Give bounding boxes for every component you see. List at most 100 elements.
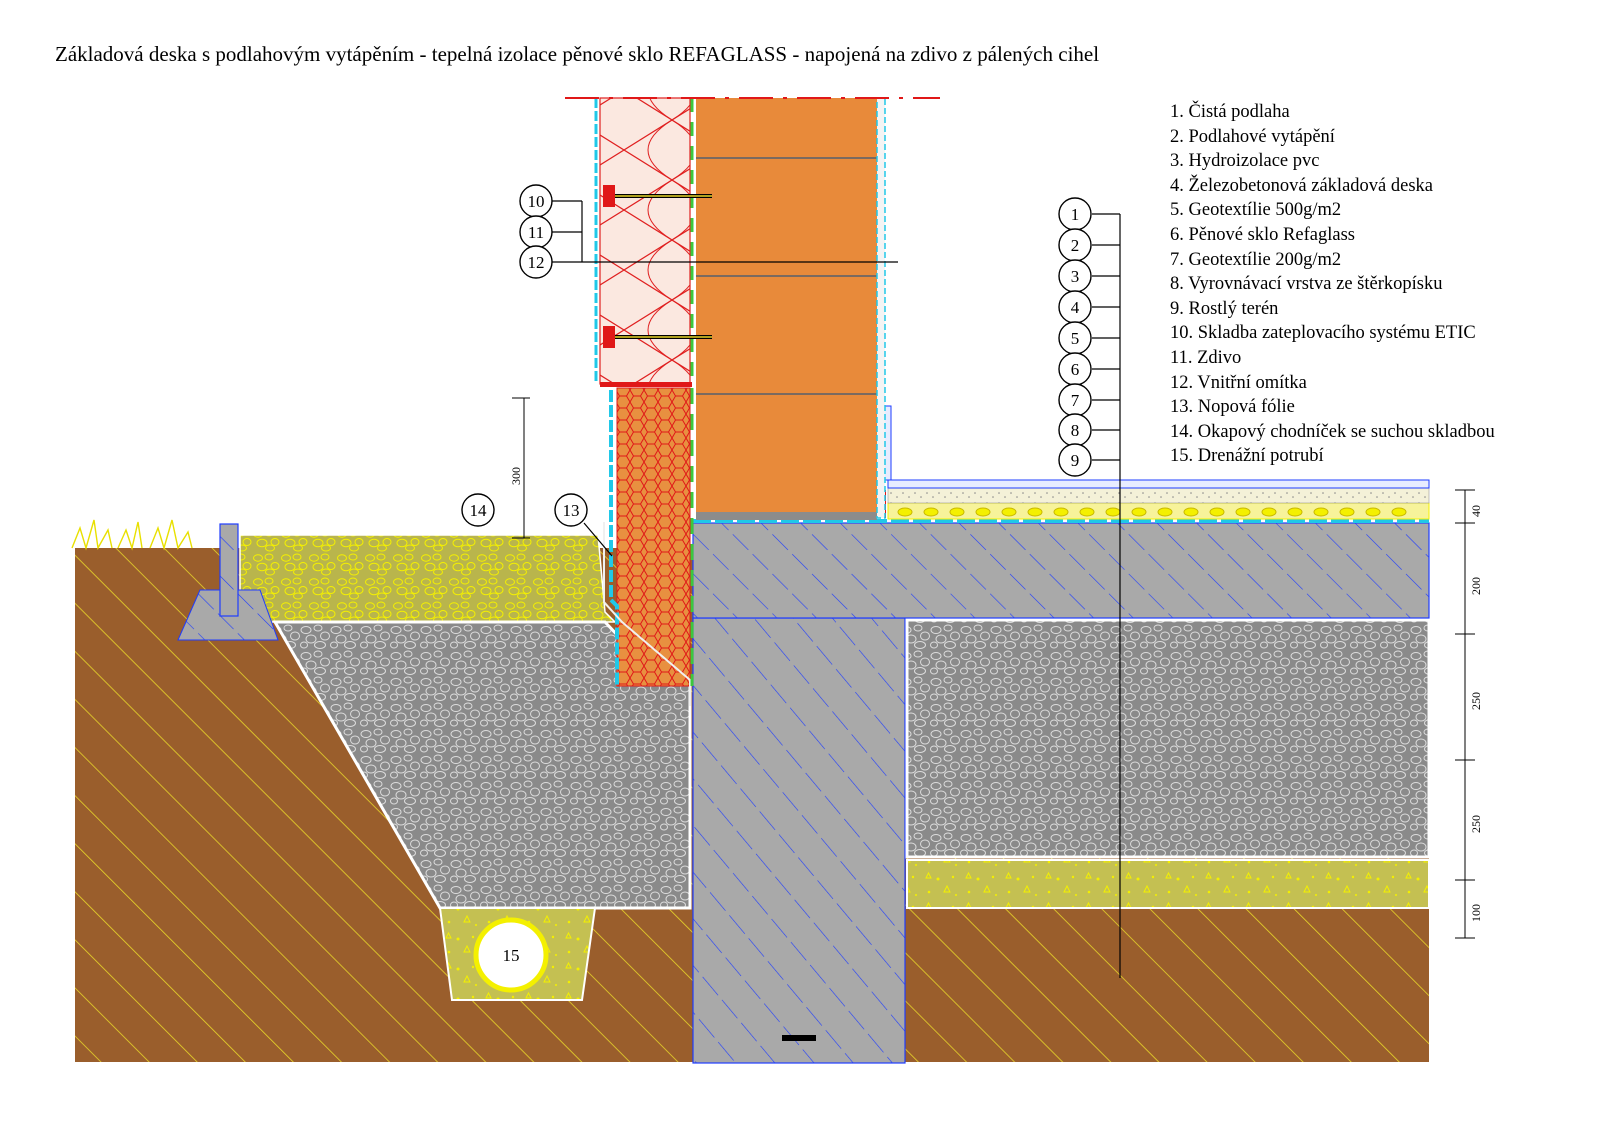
legend-item-12: 12. Vnitřní omítka [1170,372,1307,393]
callout-11: 11 [519,215,553,249]
legend-item-8: 8. Vyrovnávací vrstva ze štěrkopísku [1170,274,1443,295]
callout-label: 10 [528,192,545,211]
legend-item-3: 3. Hydroizolace pvc [1170,151,1320,172]
brick-joints [696,157,877,395]
dimension-lines [512,397,1475,939]
screed-layer [887,487,1430,504]
callout-label: 8 [1071,421,1080,440]
legend-item-10: 10. Skladba zateplovacího systému ETIC [1170,323,1476,344]
callout-label: 6 [1071,360,1080,379]
callout-circle [461,493,495,527]
callout-label: 14 [470,501,488,520]
callout-label: 4 [1071,298,1080,317]
callout-6: 6 [1058,352,1092,386]
inner-plaster [876,97,886,519]
dimension-40: 40 [1469,505,1483,517]
callout-label: 11 [528,223,544,242]
legend-item-13: 13. Nopová fólie [1170,397,1295,418]
legend-item-2: 2. Podlahové vytápění [1170,126,1335,147]
callout-label: 2 [1071,236,1080,255]
anchor-dowels [603,185,712,348]
callout-2: 2 [1058,228,1092,262]
sand-levelling-layer [906,859,1430,909]
foundation-strip [692,617,906,1064]
legend-item-9: 9. Rostlý terén [1170,298,1279,319]
callout-label: 15 [503,946,520,965]
heating-pipe [1131,507,1147,517]
callout-circle [1058,443,1092,477]
heating-pipe [949,507,965,517]
legend-item-7: 7. Geotextílie 200g/m2 [1170,249,1342,270]
level-marker [782,1035,816,1041]
dimple-membrane [609,390,619,688]
perimeter-insulation [616,387,691,687]
etics-base-profile [600,382,692,387]
callout-label: 1 [1071,205,1080,224]
callout-7: 7 [1058,383,1092,417]
legend-item-14: 14. Okapový chodníček se suchou skladbou [1170,421,1495,442]
heating-pipe [897,507,913,517]
heating-pipe [1105,507,1121,517]
leader-lines [552,200,1121,978]
heating-pipe [1365,507,1381,517]
brick-wall [696,98,877,516]
finished-floor [887,479,1430,489]
callout-5: 5 [1058,321,1092,355]
callout-label: 12 [528,253,545,272]
floor-slab [692,522,1430,619]
dimension-250-upper: 250 [1469,692,1483,710]
legend-list: 1. Čistá podlaha 2. Podlahové vytápění 3… [1170,100,1495,469]
legend-item-11: 11. Zdivo [1170,347,1242,368]
callout-label: 7 [1071,391,1080,410]
callout-label: 9 [1071,451,1080,470]
heating-pipe [1235,507,1251,517]
legend-item-15: 15. Drenážní potrubí [1170,446,1324,467]
heating-pipe [1391,507,1407,517]
callout-4: 4 [1058,290,1092,324]
heating-pipe [975,507,991,517]
heating-pipe [1183,507,1199,517]
gutter-walkway-gravel [239,534,617,623]
callout-14: 14 [461,493,495,527]
wall-base-mortar [696,512,877,520]
callout-8: 8 [1058,413,1092,447]
dimple-membrane-outer [603,522,691,706]
callout-label: 5 [1071,329,1080,348]
heating-pipe [923,507,939,517]
callout-10: 10 [519,184,553,218]
dimension-200: 200 [1469,577,1483,595]
callout-9: 9 [1058,443,1092,477]
drain-pipe [473,917,549,993]
callout-circle [554,493,588,527]
legend-item-4: 4. Železobetonová základová deska [1170,175,1433,196]
heating-pipe [1339,507,1355,517]
legend-item-1: 1. Čistá podlaha [1170,102,1290,122]
dimension-250-lower: 250 [1469,815,1483,833]
heating-pipe [1079,507,1095,517]
curb [219,523,239,617]
heating-pipe [1313,507,1329,517]
heating-pipes [897,507,1407,517]
heating-pipe [1157,507,1173,517]
callout-3: 3 [1058,259,1092,293]
heating-pipe [1287,507,1303,517]
heating-pipe [1053,507,1069,517]
grass-tufts [71,519,193,551]
callout-12: 12 [519,245,553,279]
legend-item-6: 6. Pěnové sklo Refaglass [1170,224,1355,245]
inner-gravel [905,618,1431,859]
callout-label: 13 [563,501,580,520]
heating-pipe [1001,507,1017,517]
callout-circle [519,245,553,279]
callout-1: 1 [1058,197,1092,231]
callout-label: 3 [1071,267,1080,286]
heating-pipe [1209,507,1225,517]
callout-13: 13 [554,493,588,527]
dimension-100: 100 [1469,904,1483,922]
callout-15: 15 [503,946,520,965]
drawing-title: Základová deska s podlahovým vytápěním -… [55,42,1100,66]
heating-pipe [1261,507,1277,517]
dimension-300: 300 [509,467,523,485]
